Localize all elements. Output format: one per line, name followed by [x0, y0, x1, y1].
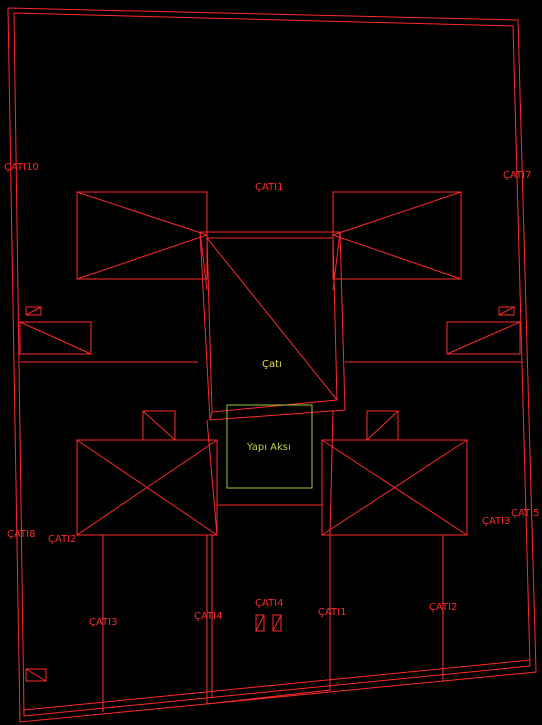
roof-block-right-small — [446, 306, 521, 355]
roof-block-bottom-right — [321, 409, 468, 536]
label-cati3-right: ÇATI3 — [482, 516, 510, 527]
label-cati4-left: ÇATI4 — [194, 611, 222, 622]
outer-outline-inner — [13, 12, 531, 717]
roof-block-top-right — [332, 191, 462, 280]
label-cati-center: Çatı — [262, 359, 282, 370]
roof-block-center — [199, 231, 346, 421]
label-cati3-left: ÇATI3 — [89, 617, 117, 628]
label-cati1-top: ÇATI1 — [255, 182, 283, 193]
label-cati10: ÇATI10 — [4, 162, 39, 173]
vent-boxes — [255, 614, 282, 632]
label-cati2-right: ÇATI2 — [429, 602, 457, 613]
label-yapi-aksi: Yapı Aksı — [246, 442, 291, 453]
roof-block-top-left — [76, 191, 208, 280]
roof-block-bottom-left — [76, 419, 218, 536]
bottom-left-box — [25, 668, 47, 682]
lower-roof-sections — [102, 535, 444, 712]
outer-outline-bottom-inner — [23, 659, 531, 711]
label-cati8: ÇATI8 — [7, 529, 35, 540]
roof-block-left-small — [19, 306, 92, 355]
label-cati5: ÇATI5 — [511, 508, 539, 519]
label-cati1-bottom: ÇATI1 — [318, 607, 346, 618]
label-cati2-left: ÇATI2 — [48, 534, 76, 545]
building-axis-box — [226, 404, 313, 489]
outer-outline — [7, 7, 537, 723]
label-cati4-center: ÇATI4 — [255, 598, 283, 609]
label-cati7: ÇATI7 — [503, 170, 531, 181]
